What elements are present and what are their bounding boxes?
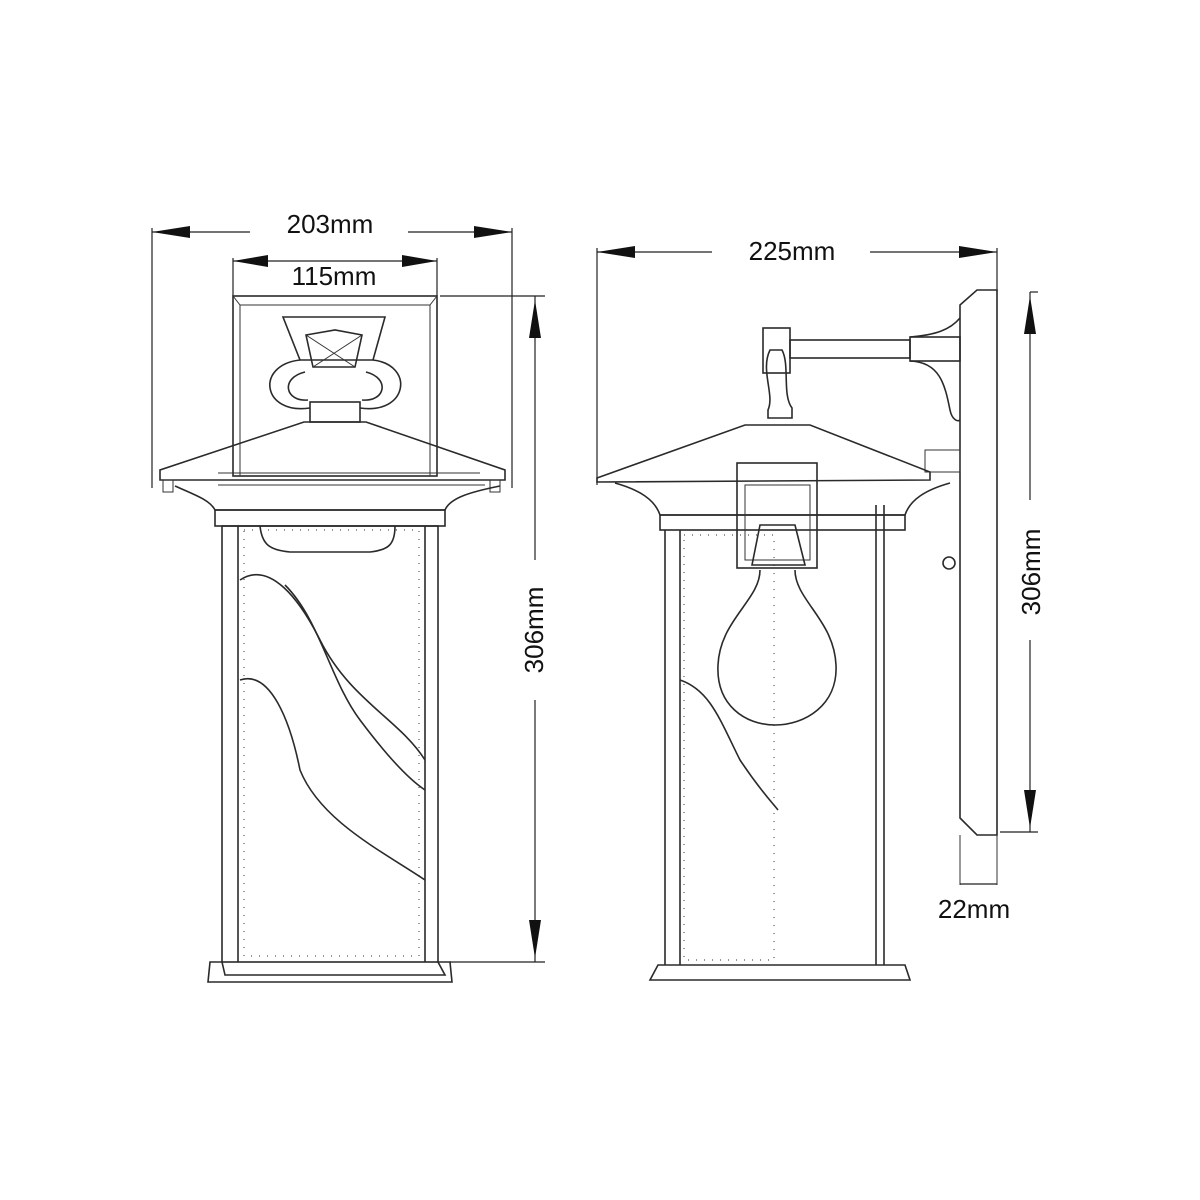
bulb-icon — [717, 569, 837, 726]
arrow-up-icon — [1024, 296, 1036, 334]
backplate-width-label: 115mm — [292, 261, 377, 291]
arrow-down-icon — [529, 920, 541, 958]
dimension-306mm-front — [440, 295, 545, 963]
seeded-glass-panel — [683, 534, 775, 961]
lamp-holder — [736, 462, 818, 569]
front-view: 203mm 115mm — [151, 209, 549, 983]
arrow-up-icon — [529, 300, 541, 338]
seeded-glass-panel — [243, 529, 420, 957]
side-body — [648, 505, 912, 981]
wall-arm — [762, 317, 961, 473]
arrow-left-icon — [152, 226, 190, 238]
wall-backplate — [942, 289, 998, 885]
backplate — [232, 295, 438, 477]
front-width-label: 203mm — [287, 209, 374, 239]
decorative-bracket — [269, 316, 402, 423]
dimension-225mm — [596, 246, 998, 485]
projection-label: 225mm — [749, 236, 836, 266]
arrow-right-icon — [402, 255, 437, 267]
roof — [159, 421, 506, 511]
front-height-label: 306mm — [519, 587, 549, 674]
arrow-right-icon — [959, 246, 997, 258]
side-view: 225mm — [596, 236, 1046, 981]
arrow-right-icon — [474, 226, 512, 238]
bulb-assembly — [717, 462, 837, 726]
side-height-label: 306mm — [1016, 529, 1046, 616]
dimension-203mm — [151, 226, 513, 488]
backplate-depth-label: 22mm — [938, 894, 1010, 924]
arrow-left-icon — [597, 246, 635, 258]
dimension-306mm-side — [1000, 291, 1038, 833]
side-roof — [596, 424, 951, 516]
dimension-115mm — [232, 255, 438, 296]
arrow-left-icon — [233, 255, 268, 267]
arrow-down-icon — [1024, 790, 1036, 828]
lantern-body — [207, 509, 453, 983]
